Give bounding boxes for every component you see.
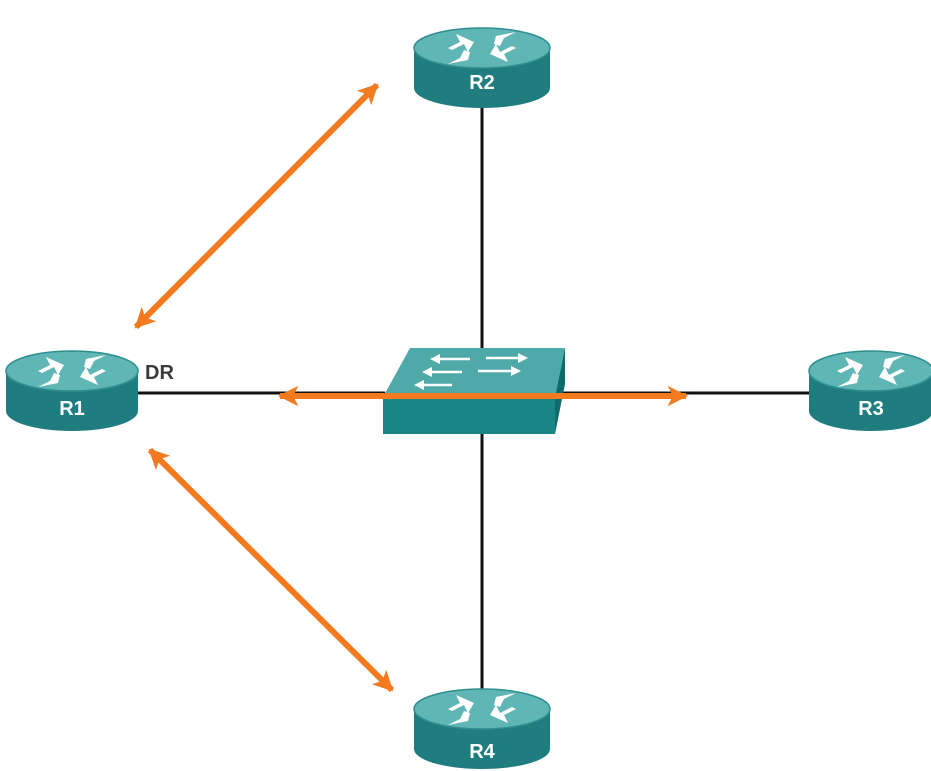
switch-front-face (383, 397, 555, 434)
arrow-r1-r2 (133, 82, 380, 330)
router-icon: R2 (413, 27, 551, 108)
router-r1: R1 (5, 350, 139, 431)
router-label-r1: R1 (59, 398, 85, 420)
router-label-r4: R4 (469, 741, 495, 763)
arrow-r1-r4 (147, 447, 395, 693)
router-icon: R1 (5, 350, 139, 431)
router-r2: R2 (413, 27, 551, 108)
dr-label: DR (145, 362, 174, 384)
router-icon: R4 (413, 688, 551, 769)
router-r4: R4 (413, 688, 551, 769)
orange-arrows (133, 82, 689, 693)
switch-arrows-icon (414, 353, 528, 390)
router-icon: R3 (808, 350, 931, 431)
router-label-r2: R2 (469, 72, 495, 94)
router-r3: R3 (808, 350, 931, 431)
switch-icon (383, 348, 565, 434)
router-label-r3: R3 (858, 398, 884, 420)
switch-top-face (383, 348, 565, 397)
